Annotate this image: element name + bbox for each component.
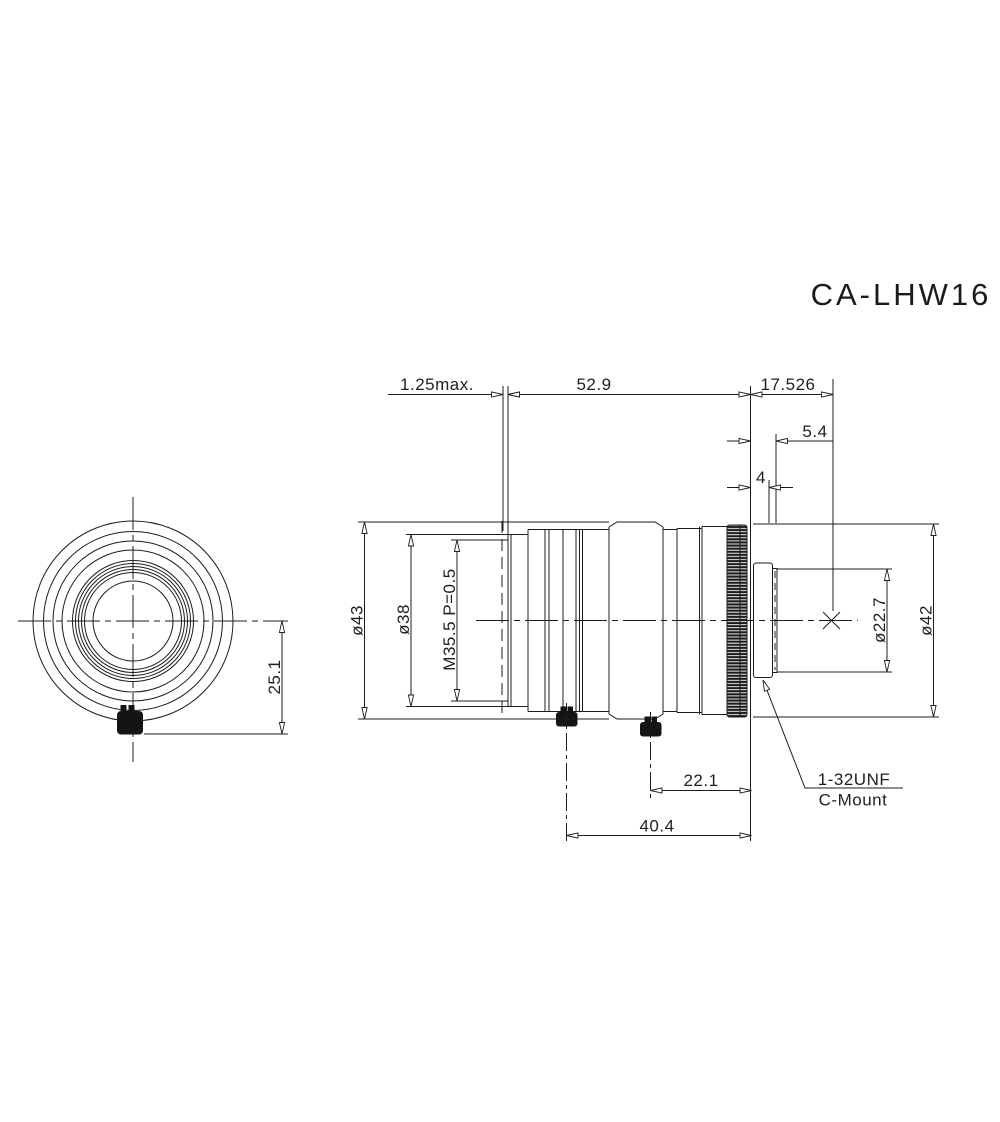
dimensions: 1.25max. 52.9 17.526 5.4 4 ø43 ø38 M35.5… [348,375,937,839]
dim-outer-diameter: ø43 [348,605,367,636]
side-view [476,521,858,845]
drawing-title: CA-LHW16 [811,277,992,312]
extension-lines [358,379,939,841]
thumbscrew-centerlines [566,703,651,845]
dim-front-diameter: ø38 [394,604,413,635]
front-offset-dimension: 25.1 [144,620,288,735]
dim-flange-back: 17.526 [761,375,816,394]
mount-label: 1-32UNF C-Mount [762,679,903,810]
dim-screw1-to-flange: 40.4 [639,817,674,836]
dim-front-protrusion: 1.25max. [400,375,474,394]
mount-type-label: C-Mount [819,791,888,810]
dim-filter-thread: M35.5 P=0.5 [440,568,459,670]
front-view-centerlines [18,497,288,762]
front-view: 25.1 [18,497,288,762]
dim-mount-diameter: ø42 [917,605,936,636]
dim-thread-length: 4 [756,468,766,487]
mount-thread-label: 1-32UNF [818,770,890,789]
front-thumbscrew [117,705,143,735]
dim-rear-protrusion: 5.4 [802,422,827,441]
dim-screw2-to-flange: 22.1 [683,771,718,790]
focus-ring [608,521,664,720]
dim-body-length: 52.9 [576,375,611,394]
dim-rear-diameter: ø22.7 [870,597,889,643]
dim-offset-25-1: 25.1 [265,659,284,694]
